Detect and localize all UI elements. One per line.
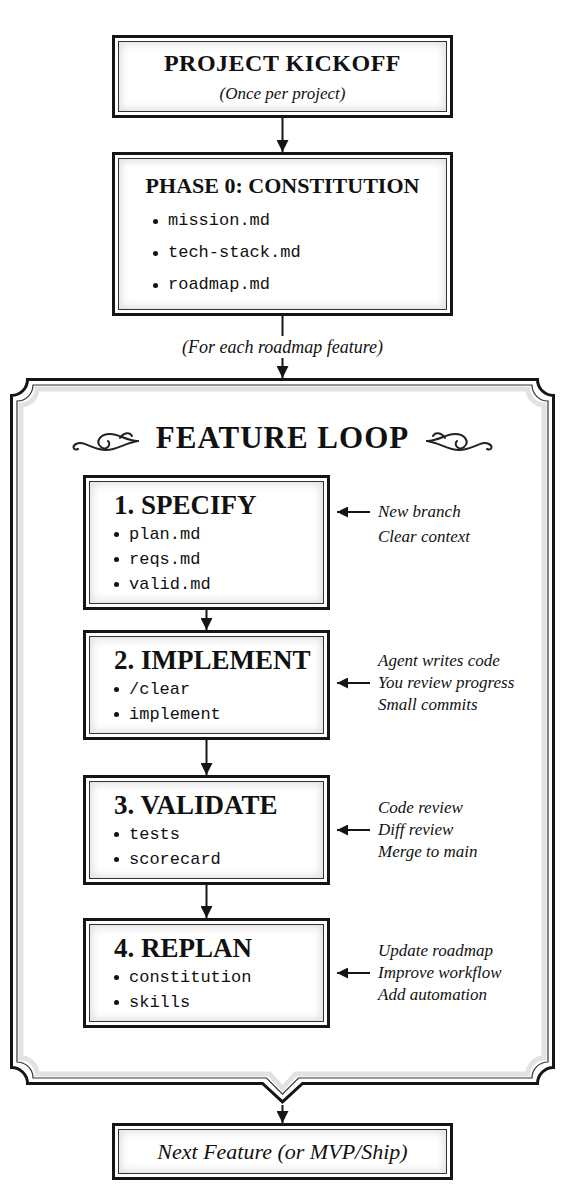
note-text: Diff review xyxy=(378,819,453,841)
box-heading: PHASE 0: CONSTITUTION xyxy=(131,171,434,201)
bullet-dot xyxy=(114,712,119,717)
box-heading: 2. IMPLEMENT xyxy=(114,643,311,677)
list-item-text: implement xyxy=(129,702,221,727)
note-text: Update roadmap xyxy=(378,940,493,962)
frame-border xyxy=(17,385,548,1094)
ornament-scroll xyxy=(120,433,132,438)
ornament-scroll xyxy=(433,433,445,438)
kickoff-box: PROJECT KICKOFF (Once per project) xyxy=(112,35,453,118)
ornament-scroll xyxy=(98,434,138,448)
list-item-text: /clear xyxy=(129,677,190,702)
note-pointer xyxy=(337,511,370,513)
frame-title: FEATURE LOOP xyxy=(10,418,555,458)
step-box: 3. VALIDATEtestsscorecard xyxy=(83,775,330,885)
list-item: valid.md xyxy=(114,572,311,597)
note-pointer xyxy=(337,682,370,684)
flow-arrow xyxy=(282,1105,284,1123)
step-box: 2. IMPLEMENT/clearimplement xyxy=(83,630,330,740)
title-ornament xyxy=(74,433,138,450)
note-text: Small commits xyxy=(378,694,478,716)
bullet-dot xyxy=(114,687,119,692)
list-item: constitution xyxy=(114,965,311,990)
list-item: /clear xyxy=(114,677,311,702)
frame-shading xyxy=(21,389,544,1089)
list-item: mission.md xyxy=(131,205,434,237)
note-text: Code review xyxy=(378,797,463,819)
flow-arrow xyxy=(206,740,208,775)
phase-box: PHASE 0: CONSTITUTION mission.mdtech-stac… xyxy=(112,152,453,316)
bullet-dot xyxy=(114,1000,119,1005)
note-text: Merge to main xyxy=(378,841,477,863)
edge-label: (For each roadmap feature) xyxy=(178,336,387,358)
list-item-text: mission.md xyxy=(168,205,270,237)
bullet-dot xyxy=(114,582,119,587)
box-heading: PROJECT KICKOFF xyxy=(164,48,401,78)
list-item-text: valid.md xyxy=(129,572,211,597)
flow-arrow xyxy=(206,610,208,630)
list-item: roadmap.md xyxy=(131,269,434,301)
step-box: 1. SPECIFYplan.mdreqs.mdvalid.md xyxy=(83,475,330,610)
list-item: skills xyxy=(114,990,311,1015)
bullet-dot xyxy=(114,857,119,862)
list-item: implement xyxy=(114,702,311,727)
next-box: Next Feature (or MVP/Ship) xyxy=(112,1123,453,1180)
note-text: New branch xyxy=(378,501,461,523)
bullet-dot xyxy=(114,532,119,537)
box-heading: 3. VALIDATE xyxy=(114,788,311,822)
note-text: Add automation xyxy=(378,984,487,1006)
list-item: tests xyxy=(114,822,311,847)
bullet-dot xyxy=(153,219,158,224)
bullet-dot xyxy=(153,251,158,256)
flow-arrow xyxy=(282,118,284,152)
box-heading: 4. REPLAN xyxy=(114,931,311,965)
list-item: scorecard xyxy=(114,847,311,872)
list-item-text: plan.md xyxy=(129,522,200,547)
box-subtitle: (Once per project) xyxy=(220,82,346,106)
note-text: Improve workflow xyxy=(378,962,502,984)
frame-border xyxy=(12,380,554,1102)
ornament-scroll xyxy=(74,441,138,450)
box-heading: 1. SPECIFY xyxy=(114,488,311,522)
list-item-text: constitution xyxy=(129,965,251,990)
bullet-dot xyxy=(114,832,119,837)
list-item-text: scorecard xyxy=(129,847,221,872)
list-item: tech-stack.md xyxy=(131,237,434,269)
note-pointer xyxy=(337,829,370,831)
list-item-text: tests xyxy=(129,822,180,847)
note-pointer xyxy=(337,972,370,974)
list-item: plan.md xyxy=(114,522,311,547)
list-item-text: tech-stack.md xyxy=(168,237,301,269)
bullet-dot xyxy=(153,283,158,288)
bullet-dot xyxy=(114,557,119,562)
note-text: Agent writes code xyxy=(378,650,500,672)
title-ornament xyxy=(427,433,491,450)
list-item-text: reqs.md xyxy=(129,547,200,572)
note-text: You review progress xyxy=(378,672,514,694)
list-item: reqs.md xyxy=(114,547,311,572)
box-heading: Next Feature (or MVP/Ship) xyxy=(157,1138,407,1166)
list-item-text: skills xyxy=(129,990,190,1015)
ornament-scroll xyxy=(427,441,491,450)
bullet-dot xyxy=(114,975,119,980)
step-box: 4. REPLANconstitutionskills xyxy=(83,918,330,1028)
list-item-text: roadmap.md xyxy=(168,269,270,301)
flow-arrow xyxy=(206,885,208,918)
ornament-scroll xyxy=(427,434,467,448)
note-text: Clear context xyxy=(378,526,470,548)
